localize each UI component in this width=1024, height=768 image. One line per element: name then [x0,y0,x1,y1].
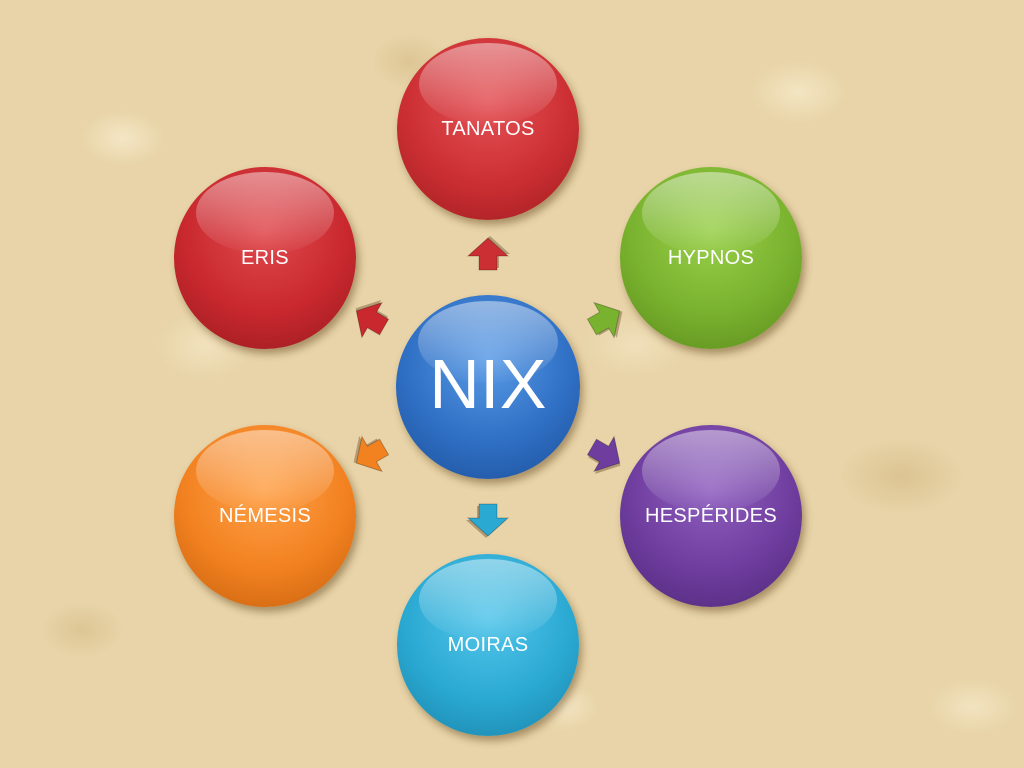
center-node-nix: NIX [396,295,580,479]
node-moiras: MOIRAS [397,554,579,736]
node-nemesis: NÉMESIS [174,425,356,607]
arrow-to-eris [355,299,390,339]
node-hypnos: HYPNOS [620,167,802,349]
node-nemesis-label: NÉMESIS [218,504,312,527]
node-hypnos-label: HYPNOS [667,246,755,269]
node-eris-label: ERIS [241,246,289,269]
arrow-to-tanatos [466,236,510,271]
arrow-to-nemesis [353,435,390,473]
node-hesperides-label: HESPÉRIDES [645,504,777,527]
arrow-to-hypnos [586,301,623,339]
node-moiras-label: MOIRAS [447,633,529,656]
node-tanatos: TANATOS [397,38,579,220]
center-node-label: NIX [429,345,547,423]
arrow-to-hesperides [586,435,621,475]
arrow-to-moiras [466,503,510,538]
node-hesperides: HESPÉRIDES [620,425,802,607]
node-tanatos-label: TANATOS [441,117,535,140]
node-eris: ERIS [174,167,356,349]
